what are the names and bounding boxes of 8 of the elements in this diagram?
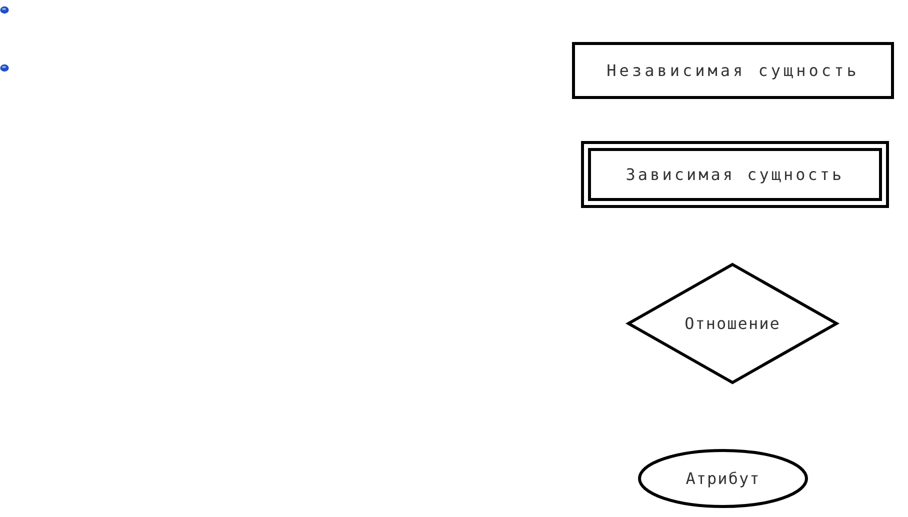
node-label: Зависимая сущность xyxy=(626,165,844,184)
node-label: Независимая сущность xyxy=(606,61,860,80)
weak-entity-box xyxy=(581,141,889,208)
relationship-diamond xyxy=(627,263,838,384)
entity-box xyxy=(572,42,894,99)
node-label: Отношение xyxy=(684,314,780,333)
attribute-ellipse xyxy=(638,449,808,508)
node-label: Атрибут xyxy=(686,469,760,488)
